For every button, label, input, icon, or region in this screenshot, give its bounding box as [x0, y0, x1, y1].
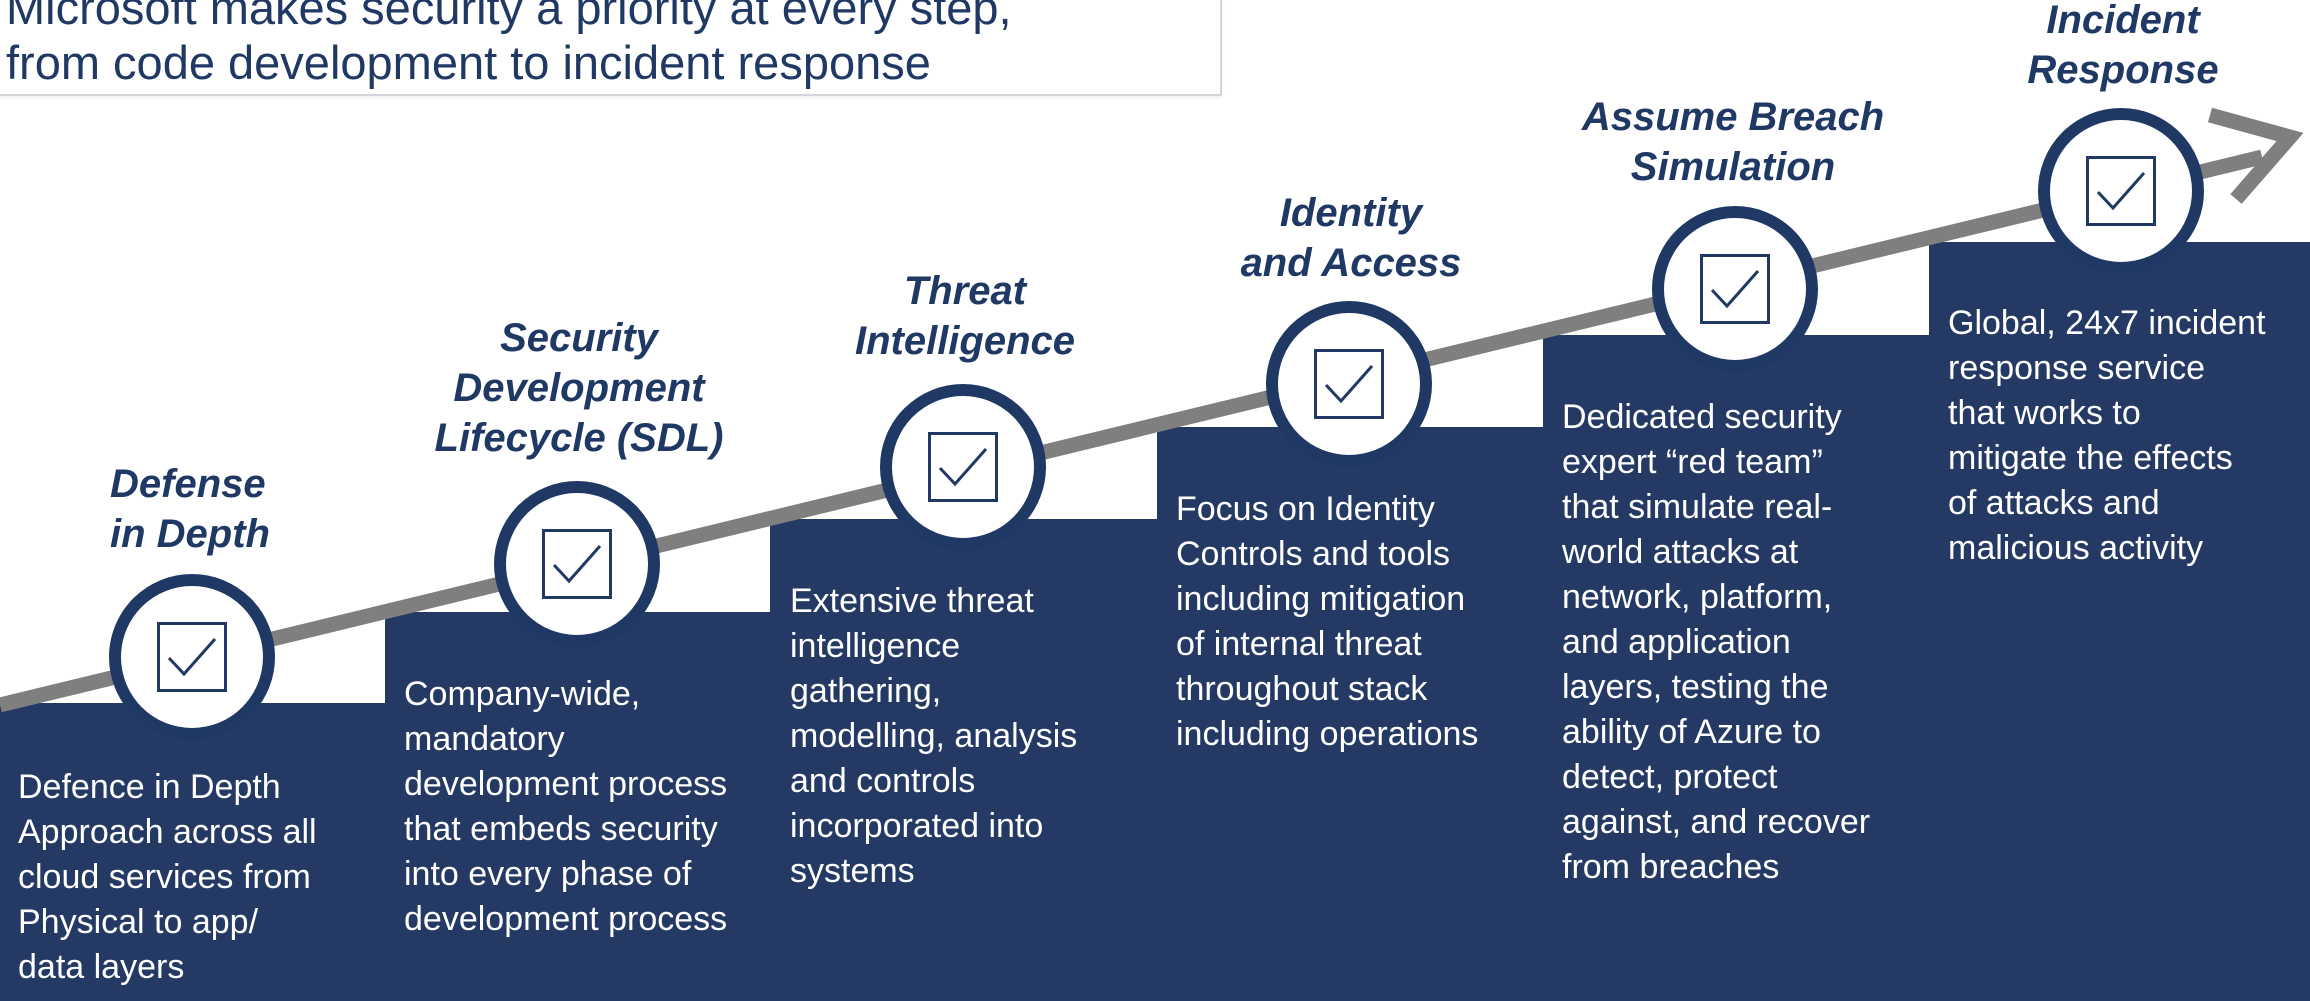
step-description-sdl: Company-wide, mandatory development proc…: [404, 675, 728, 938]
step-description-identity-access: Focus on Identity Controls and tools inc…: [1176, 490, 1479, 753]
step-title-identity-access: Identity and Access: [1240, 191, 1462, 285]
step-title-assume-breach: Assume Breach Simulation: [1581, 95, 1885, 189]
page-title-line-1: Microsoft makes security a priority at e…: [6, 0, 1012, 34]
step-title-defense-in-depth: Defense in Depth: [110, 462, 270, 556]
step-block-defense-in-depth: [0, 703, 385, 1001]
checkmark-icon: [2096, 172, 2146, 211]
step-description-defense-in-depth: Defence in Depth Approach across all clo…: [18, 768, 317, 986]
step-badge-identity-access: [1266, 301, 1432, 467]
step-badge-assume-breach: [1652, 206, 1818, 372]
step-block-sdl: [385, 612, 770, 1001]
step-block-assume-breach: [1543, 335, 1929, 1001]
step-description-assume-breach: Dedicated security expert “red team” tha…: [1562, 398, 1871, 886]
step-title-incident-response: Incident Response: [2027, 0, 2219, 92]
checkbox-check-icon: [1700, 254, 1770, 324]
checkbox-check-icon: [542, 529, 612, 599]
step-badge-incident-response: [2038, 108, 2204, 274]
step-block-threat-intelligence: [770, 519, 1157, 1001]
step-description-threat-intelligence: Extensive threat intelligence gathering,…: [790, 582, 1078, 890]
step-badge-threat-intelligence: [880, 384, 1046, 550]
checkbox-check-icon: [1314, 349, 1384, 419]
checkmark-icon: [1324, 365, 1374, 404]
step-badge-sdl: [494, 481, 660, 647]
checkbox-check-icon: [2086, 156, 2156, 226]
page-title: Microsoft makes security a priority at e…: [6, 0, 1012, 90]
header-callout: [0, 0, 1222, 96]
step-title-sdl: Security Development Lifecycle (SDL): [434, 316, 724, 460]
page-title-line-2: from code development to incident respon…: [6, 36, 931, 89]
checkmark-icon: [938, 448, 988, 487]
step-block-incident-response: [1929, 242, 2310, 1001]
step-description-incident-response: Global, 24x7 incident response service t…: [1948, 304, 2266, 567]
checkmark-icon: [1710, 270, 1760, 309]
step-badge-defense-in-depth: [109, 574, 275, 740]
checkbox-check-icon: [157, 622, 227, 692]
checkmark-icon: [552, 545, 602, 584]
step-block-identity-access: [1157, 427, 1543, 1001]
checkbox-check-icon: [928, 432, 998, 502]
checkmark-icon: [167, 638, 217, 677]
step-title-threat-intelligence: Threat Intelligence: [854, 269, 1076, 363]
